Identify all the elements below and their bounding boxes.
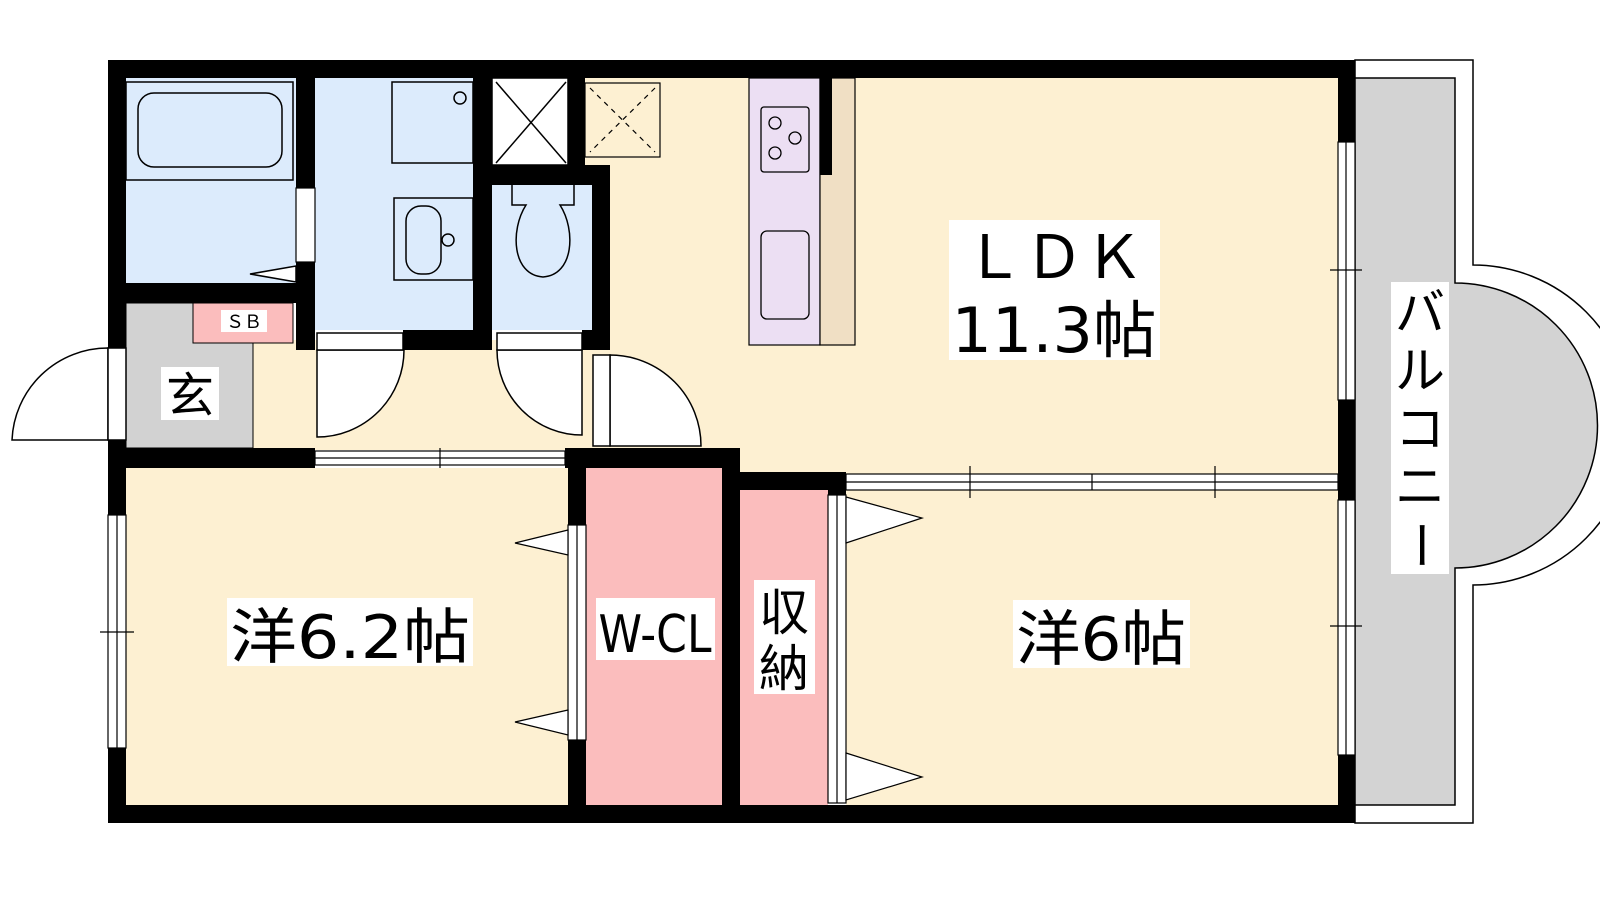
entrance-label: 玄 [166,368,214,424]
doors[interactable] [11,332,702,447]
kitchen-sink-icon [760,230,810,320]
toilet-door [496,349,583,436]
balcony-label-5: ー [1391,520,1449,570]
shaft-icon [491,77,569,166]
windows [100,141,1362,804]
balcony-label-2: ル [1395,342,1445,400]
toilet-icon [511,185,575,278]
washroom-door [316,349,405,438]
storage-label-1: 収 [759,584,809,642]
entrance-door [11,347,109,441]
ldk-door [609,354,702,447]
balcony-label-4: ニ [1395,458,1445,516]
balcony [1354,59,1600,824]
ldk-size-label: 11.3帖 [952,294,1157,367]
western-room-2-label: 洋6帖 [1016,605,1186,675]
stove-icon [760,106,810,173]
walls [108,60,1355,823]
kitchen-counter [748,77,856,346]
ldk-label: ＬＤＫ [964,223,1144,293]
shoe-box-label: ＳＢ [226,312,262,333]
balcony-label-3: コ [1395,400,1445,458]
balcony-label-1: バ [1395,284,1445,342]
western-room-1-label: 洋6.2帖 [230,603,470,673]
walk-in-closet-label: W-CL [599,605,712,665]
storage-label-2: 納 [759,640,809,698]
